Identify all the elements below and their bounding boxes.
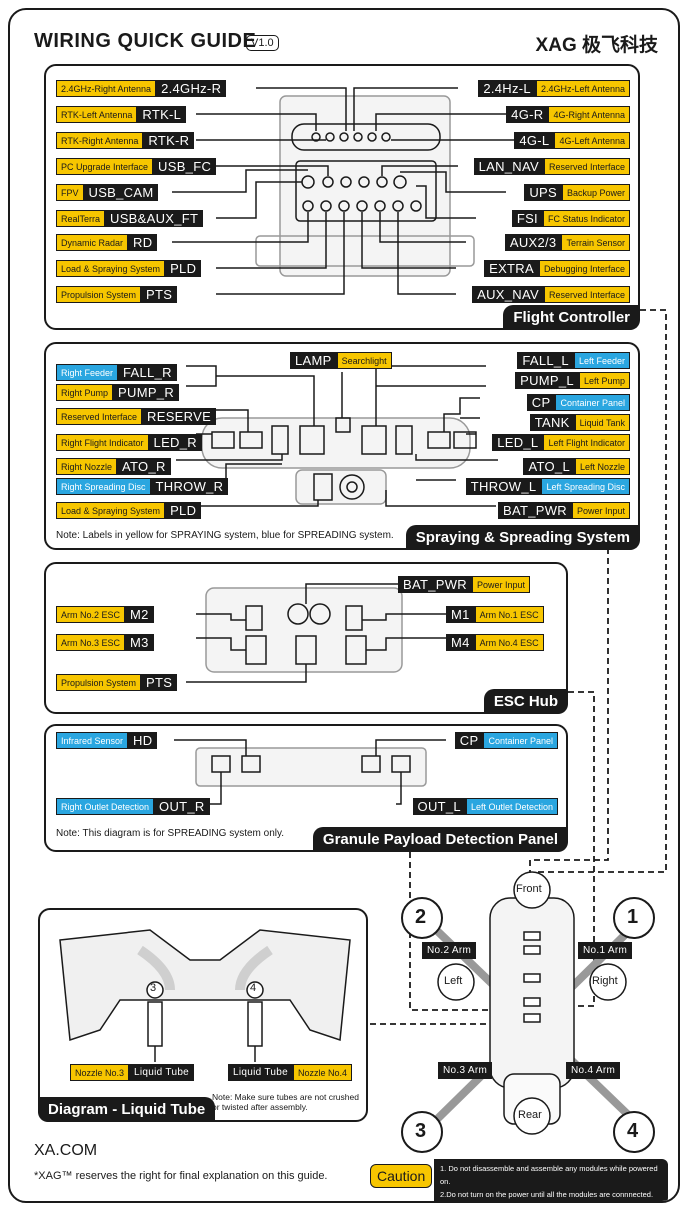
granule-note: Note: This diagram is for SPREADING syst… — [56, 828, 285, 839]
guide-page: WIRING QUICK GUIDE V1.0 XAG 极飞科技 — [8, 8, 680, 1203]
arm-4-number: 4 — [627, 1120, 639, 1142]
arm-3-label: No.3 Arm — [438, 1062, 493, 1079]
spray-note: Note: Labels in yellow for SPRAYING syst… — [56, 530, 394, 541]
granule-panel-title: Granule Payload Detection Panel — [312, 827, 568, 852]
brand-logo: XAG 极飞科技 — [535, 35, 658, 56]
caution-label: Caution — [370, 1164, 433, 1188]
caution-box: 1. Do not disassemble and assemble any m… — [434, 1159, 668, 1201]
arm-4-label: No.4 Arm — [566, 1062, 621, 1079]
version-badge: V1.0 — [246, 35, 279, 51]
granule-board-drawing — [174, 739, 446, 805]
nozzle-3-number: 3 — [150, 982, 157, 994]
drone-rear-label: Rear — [518, 1109, 542, 1121]
arm-3-number: 3 — [415, 1120, 427, 1142]
drone-right-label: Right — [592, 975, 618, 987]
drone-front-label: Front — [516, 883, 542, 895]
footer-site: XA.COM — [34, 1142, 98, 1159]
caution-item-1: 1. Do not disassemble and assemble any m… — [440, 1164, 658, 1186]
liquid-tube-note: Note: Make sure tubes are not crushed or… — [212, 1092, 359, 1112]
liquid-tube-title: Diagram - Liquid Tube — [38, 1097, 216, 1122]
footer-disclaimer: *XAG™ reserves the right for final expla… — [34, 1170, 328, 1182]
drone-left-label: Left — [444, 975, 463, 987]
arm-1-label: No.1 Arm — [578, 942, 633, 959]
arm-2-label: No.2 Arm — [422, 942, 477, 959]
fc-panel-title: Flight Controller — [503, 305, 640, 330]
fc-connector-drawing — [172, 87, 536, 295]
liquid-tube-drawing — [59, 929, 351, 1062]
arm-1-number: 1 — [627, 906, 639, 928]
page-title: WIRING QUICK GUIDE — [34, 30, 257, 52]
nozzle-4-number: 4 — [250, 982, 257, 994]
arm-2-number: 2 — [415, 906, 427, 928]
caution-item-2: 2.Do not turn on the power until all the… — [440, 1190, 654, 1199]
esc-hub-drawing — [186, 583, 446, 683]
spray-panel-title: Spraying & Spreading System — [405, 525, 640, 550]
esc-panel-title: ESC Hub — [483, 689, 568, 714]
